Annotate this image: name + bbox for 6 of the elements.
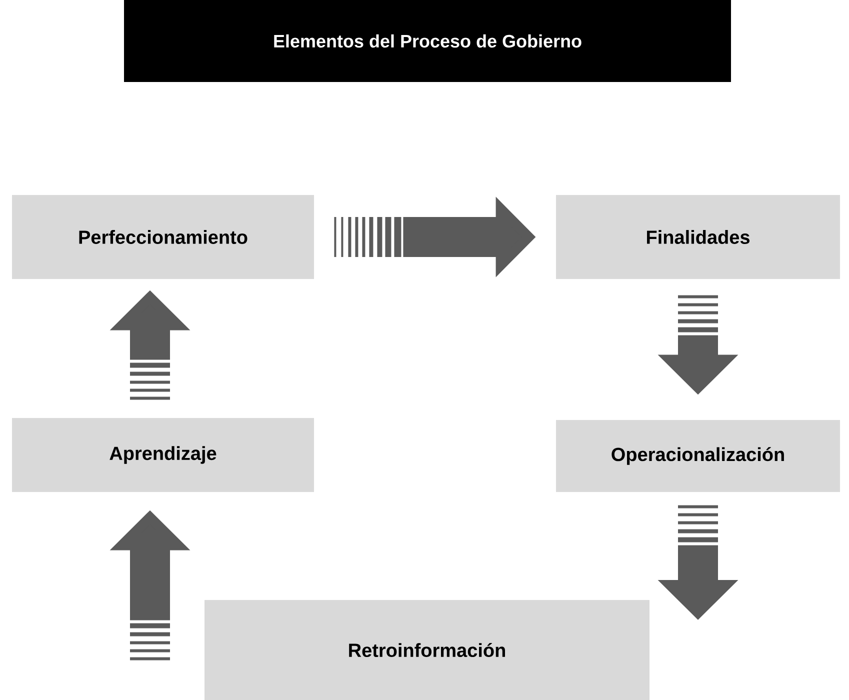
process-box: Retroinformación xyxy=(204,600,650,700)
process-box: Finalidades xyxy=(556,195,840,279)
process-box: Perfeccionamiento xyxy=(12,195,314,279)
title-bar: Elementos del Proceso de Gobierno xyxy=(124,0,731,82)
process-box: Operacionalización xyxy=(556,420,840,492)
process-box: Aprendizaje xyxy=(12,418,314,492)
